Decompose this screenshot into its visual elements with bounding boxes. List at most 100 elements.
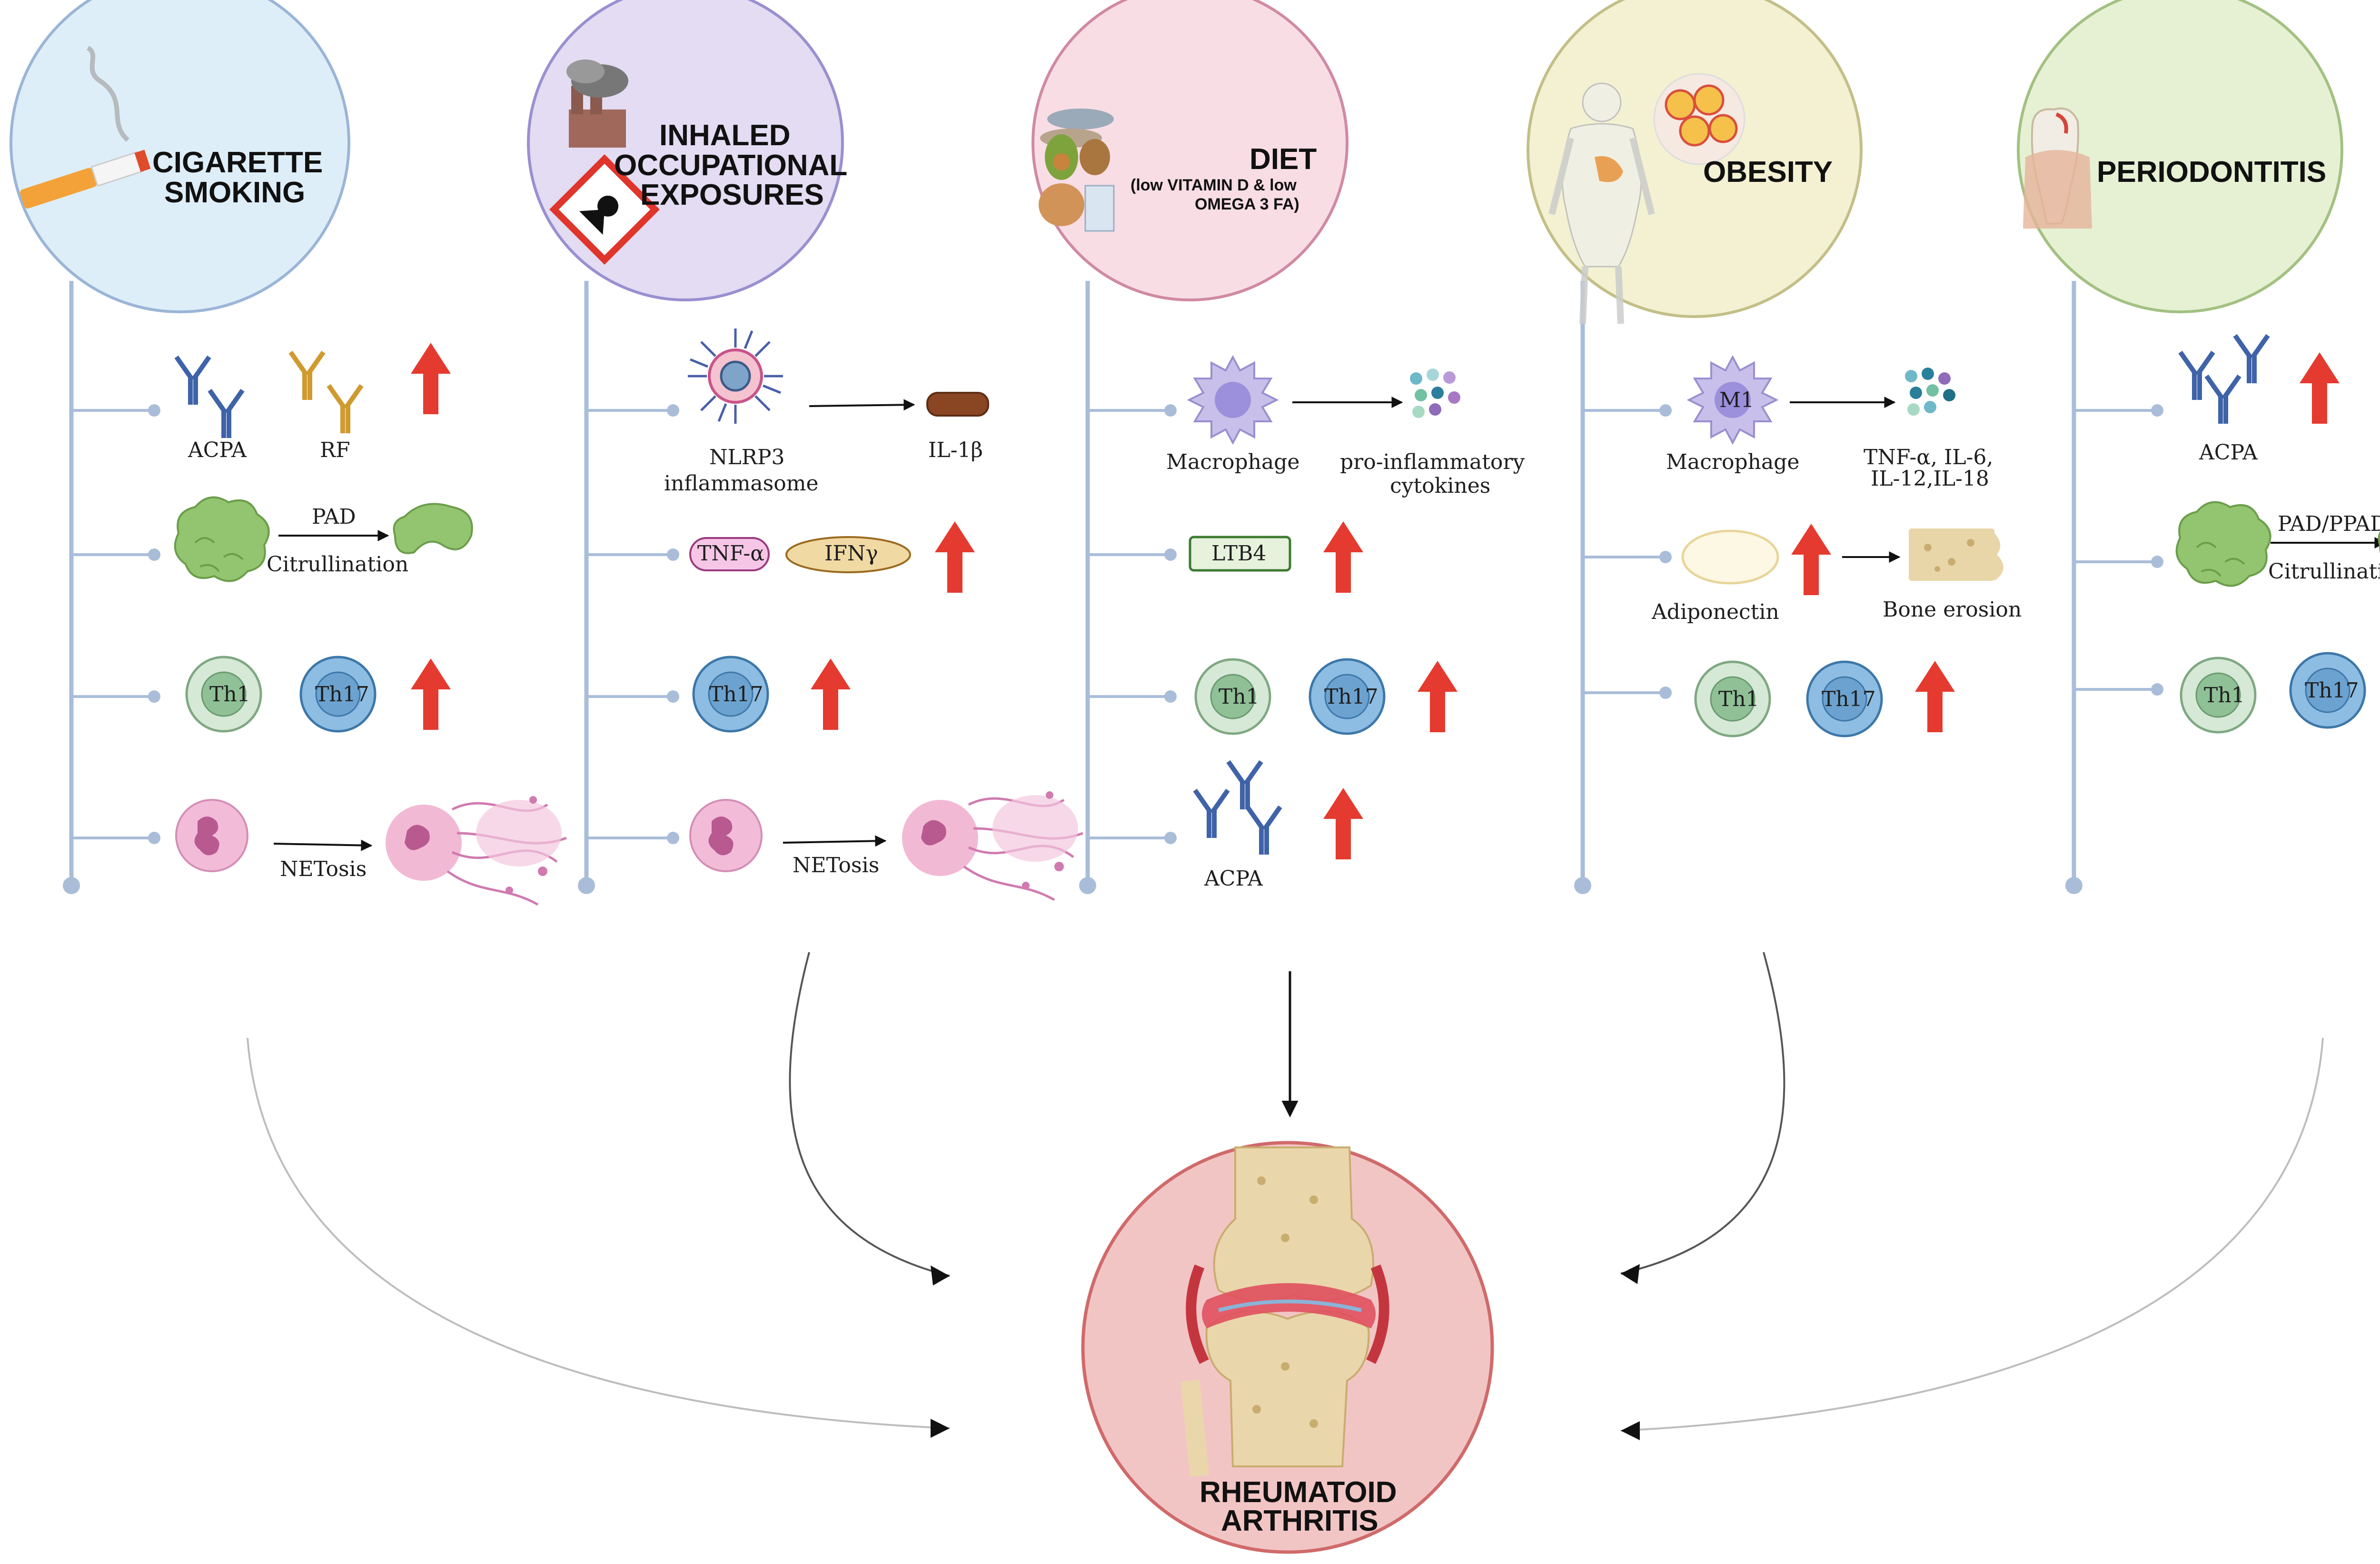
increase-arrow-icon: [1323, 521, 1363, 593]
net-release-icon: [386, 796, 566, 905]
netosis-arrow: [783, 835, 887, 847]
rf-antibody-icon: [327, 384, 364, 433]
th17-label: Th17: [315, 682, 369, 707]
increase-arrow-icon: [1323, 788, 1363, 859]
ltb4-box: [1189, 536, 1291, 572]
factory-icon: [566, 60, 628, 148]
m1-label: M1: [1719, 388, 1754, 412]
macrophage-icon: [1188, 356, 1278, 444]
acpa-antibody-icon: [208, 389, 245, 438]
acpa-label: ACPA: [188, 438, 247, 462]
ifng-label: IFNγ: [824, 541, 878, 566]
ltb4-label: LTB4: [1211, 541, 1266, 566]
converging-arrows: [247, 952, 2324, 1432]
macrophage-label: Macrophage: [1166, 450, 1299, 474]
neutrophil-icon: [689, 799, 763, 872]
cytokines-label-line1: TNF-α, IL-6,: [1864, 445, 1993, 469]
food-icon: [1039, 109, 1115, 232]
knee-joint-icon: [1180, 1146, 1389, 1477]
category-title-smoking-line1: CIGARETTE: [152, 146, 323, 179]
adiponectin-icon: [1681, 529, 1779, 585]
neutrophil-icon: [175, 799, 248, 872]
th17-label: Th17: [1822, 687, 1876, 711]
category-title-diet: DIET: [1250, 143, 1317, 176]
th17-label: Th17: [2305, 678, 2359, 703]
category-title-inhaled-line2: OCCUPATIONAL: [614, 149, 847, 182]
acpa-antibody-icon: [2178, 350, 2215, 400]
category-title-periodontitis: PERIODONTITIS: [2097, 156, 2326, 189]
adiponectin-label: Adiponectin: [1651, 600, 1779, 624]
arrow-inhaled-to-ra: [789, 952, 950, 1277]
column-diet: DIET (low VITAMIN D & low OMEGA 3 FA) Ma…: [1031, 0, 1525, 894]
tnfa-label: TNF-α: [697, 541, 764, 566]
tooth-icon: [2023, 107, 2092, 229]
hazard-sign-icon: [549, 154, 660, 265]
arrow-obesity-to-ra: [1620, 952, 1785, 1275]
category-subtitle-diet-line2: OMEGA 3 FA): [1195, 195, 1299, 213]
citrullination-label: Citrullination: [2268, 559, 2380, 584]
th1-label: Th1: [2204, 683, 2245, 707]
outcome-rheumatoid-arthritis: RHEUMATOID ARTHRITIS: [1081, 1141, 1494, 1554]
acpa-antibody-icon: [1193, 788, 1230, 838]
column-periodontitis: PERIODONTITIS ACPA PAD/PPAD Citrullinati…: [2017, 0, 2380, 894]
th17-label: Th17: [1324, 685, 1378, 709]
cigarette-icon: [20, 46, 151, 209]
th1-label: Th1: [209, 682, 250, 707]
acpa-antibody-icon: [1245, 805, 1282, 855]
timeline-end-dot: [63, 877, 80, 894]
nlrp3-label-line2: inflammasome: [664, 471, 819, 496]
column-inhaled-exposures: INHALED OCCUPATIONAL EXPOSURES NLRP3 inf…: [527, 0, 1083, 900]
acpa-antibody-icon: [1226, 760, 1263, 809]
ifng-pill: [785, 536, 911, 573]
acpa-label: ACPA: [2199, 440, 2258, 465]
branches-smoking: [71, 409, 152, 839]
increase-arrow-icon: [1915, 661, 1955, 732]
il1b-icon: [926, 392, 989, 417]
th17-label: Th17: [709, 682, 764, 707]
outcome-title-line1: RHEUMATOID: [1200, 1476, 1397, 1509]
category-subtitle-diet-line1: (low VITAMIN D & low: [1130, 176, 1297, 194]
increase-arrow-icon: [2300, 352, 2340, 424]
citrullinated-protein-icon: [393, 503, 473, 554]
category-circle-periodontitis: [2017, 0, 2343, 313]
column-cigarette-smoking: CIGARETTE SMOKING ACPA RF PAD Citrullina…: [10, 0, 566, 905]
th1-label: Th1: [1219, 685, 1259, 709]
protein-icon: [174, 496, 270, 582]
cytokines-icon: [1410, 369, 1460, 418]
cytokines-label-line2: cytokines: [1390, 474, 1490, 498]
tnfa-pill: [689, 537, 770, 571]
rf-label: RF: [320, 438, 350, 462]
increase-arrow-icon: [1418, 661, 1458, 732]
arrow-periodontitis-to-ra: [1620, 1037, 2324, 1432]
bone-erosion-label: Bone erosion: [1883, 598, 2022, 622]
th1-label: Th1: [1718, 687, 1759, 711]
nlrp3-inflammasome-icon: [688, 329, 783, 424]
adipocyte-cluster-icon: [1653, 73, 1745, 165]
il1b-label: IL-1β: [928, 438, 983, 462]
rf-antibody-icon: [288, 350, 326, 400]
outcome-title-line2: ARTHRITIS: [1221, 1504, 1378, 1537]
acpa-antibody-icon: [174, 355, 211, 405]
citrullination-label: Citrullination: [267, 552, 408, 577]
category-title-inhaled-line1: INHALED: [659, 119, 791, 152]
netosis-label: NETosis: [793, 853, 879, 877]
category-title-smoking-line2: SMOKING: [164, 176, 305, 209]
increase-arrow-icon: [935, 521, 975, 593]
acpa-antibody-icon: [2204, 374, 2241, 424]
increase-arrow-icon: [1791, 524, 1831, 595]
nlrp3-label-line1: NLRP3: [709, 445, 784, 469]
net-release-icon: [902, 791, 1083, 900]
il1b-arrow: [809, 399, 915, 411]
increase-arrow-icon: [411, 343, 451, 414]
cytokines-label-line1: pro-inflammatory: [1340, 450, 1525, 474]
obese-body-icon: [1548, 82, 1655, 324]
bone-icon: [1909, 528, 2003, 581]
pad-label: PAD: [312, 505, 356, 529]
cytokines-label-line2: IL-12,IL-18: [1871, 467, 1989, 491]
pad-label: PAD/PPAD: [2278, 512, 2380, 536]
cytokines-icon: [1905, 368, 1955, 416]
increase-arrow-icon: [411, 658, 451, 730]
arrowheads: [931, 1264, 1640, 1440]
category-title-obesity: OBESITY: [1703, 156, 1833, 189]
